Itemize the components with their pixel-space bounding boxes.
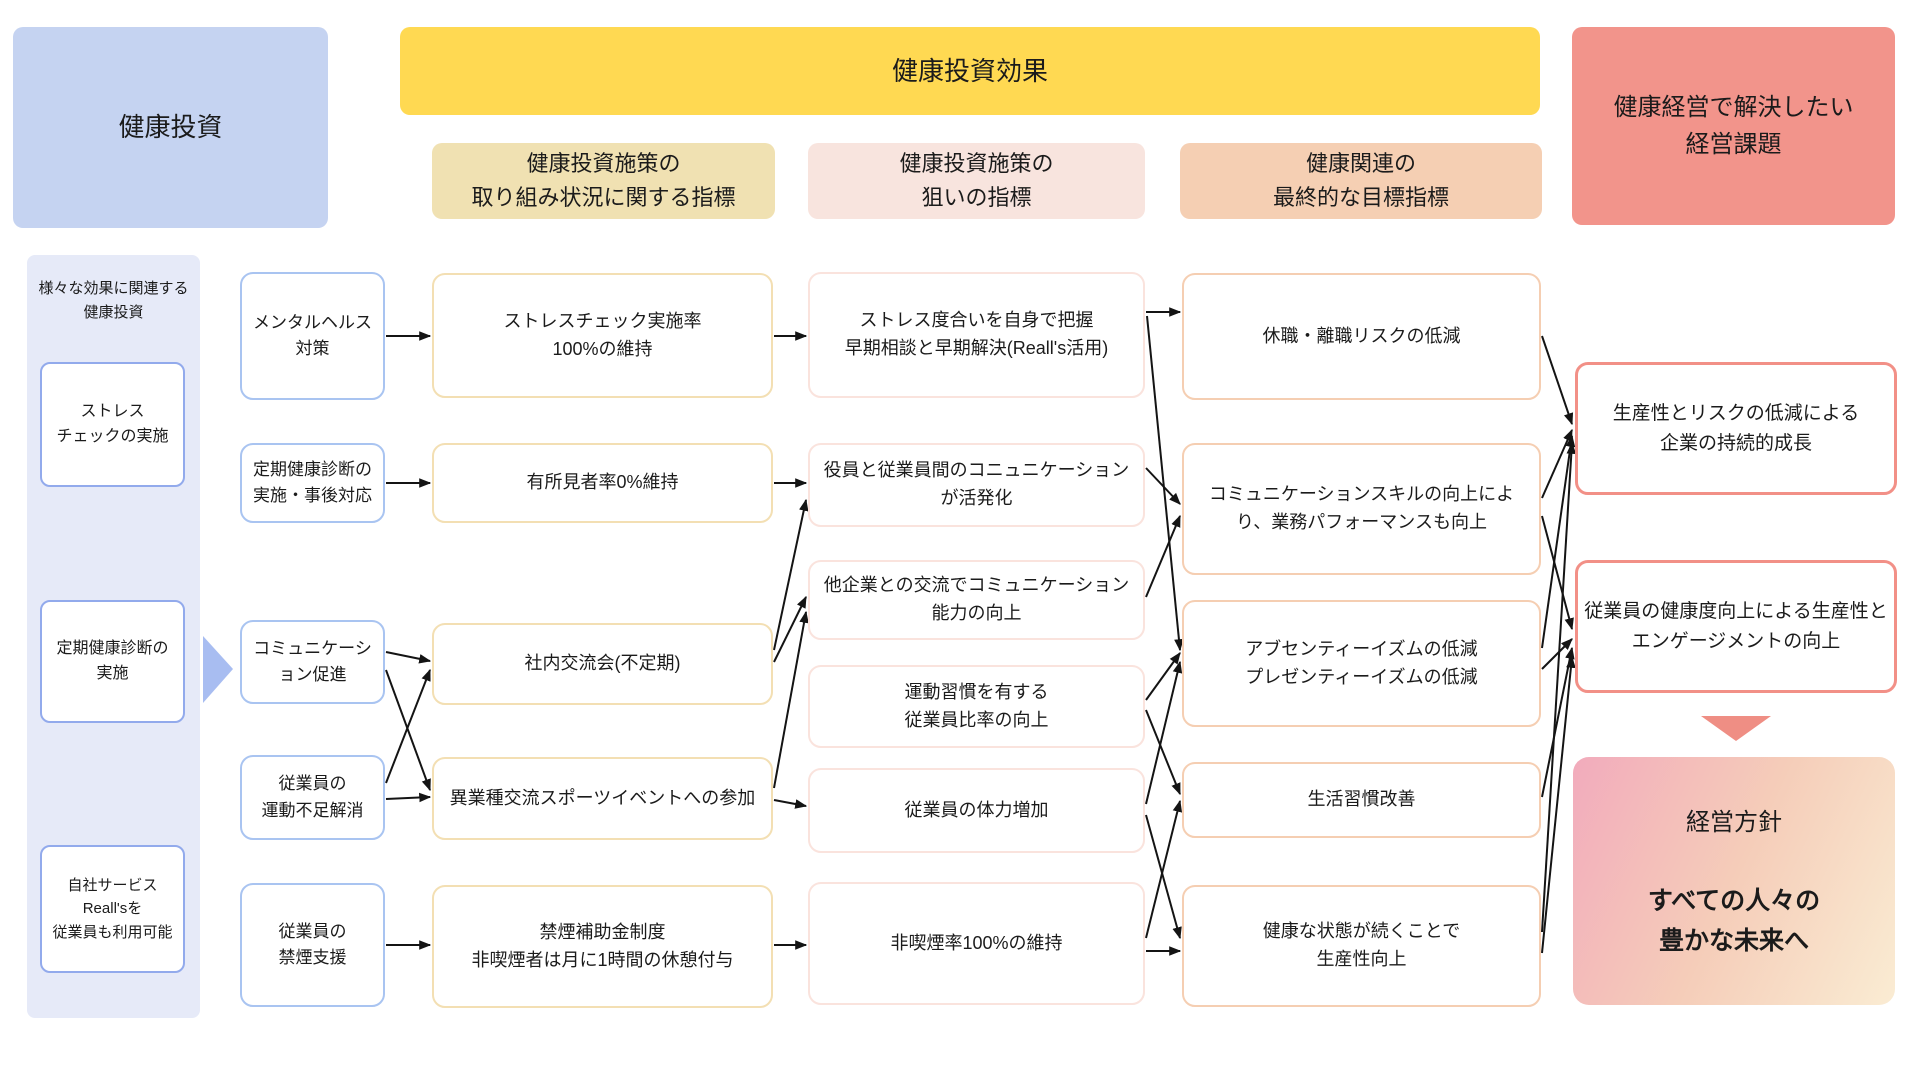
node-productivity-engagement: 従業員の健康度向上による生産性と エンゲージメントの向上 [1575,560,1897,693]
node-physical-strength: 従業員の体力増加 [808,768,1145,853]
down-triangle-icon [1701,716,1771,741]
node-sustainable-growth: 生産性とリスクの低減による 企業の持続的成長 [1575,362,1897,495]
connector-arrow [1146,315,1184,652]
node-mental-health-measures: メンタルヘルス 対策 [240,272,385,400]
connector-arrow [1145,799,1183,939]
node-communication-skill-up: 他企業との交流でコミュニケーション 能力の向上 [808,560,1145,640]
node-nonsmoking-subsidy: 禁煙補助金制度 非喫煙者は月に1時間の休憩付与 [432,885,773,1008]
node-checkup-followup: 定期健康診断の 実施・事後対応 [240,443,385,523]
connector-arrow [1541,441,1577,933]
right-arrow-icon [203,636,233,703]
connector-arrow [385,669,431,792]
node-lifestyle-improvement: 生活習慣改善 [1182,762,1541,838]
node-stress-check-rate: ストレスチェック実施率 100%の維持 [432,273,773,398]
node-findings-rate: 有所見者率0%維持 [432,443,773,523]
node-leave-turnover-risk: 休職・離職リスクの低減 [1182,273,1541,400]
connector-arrow [773,610,809,789]
connector-arrow [1145,652,1181,701]
connector-arrow [385,668,431,784]
connector-arrow [1145,814,1182,940]
node-stress-check: ストレス チェックの実施 [40,362,185,487]
connector-arrow [1145,709,1181,796]
header-management-issues: 健康経営で解決したい 経営課題 [1572,27,1895,225]
node-exec-employee-communication: 役員と従業員間のコニュニケーション が活発化 [808,443,1145,527]
left-panel-label: 様々な効果に関連する 健康投資 [38,280,189,321]
policy-slogan: すべての人々の 豊かな未来へ [1647,886,1821,955]
header-final-target-indicators: 健康関連の 最終的な目標指標 [1180,143,1542,219]
node-exercise-shortage: 従業員の 運動不足解消 [240,755,385,840]
connector-arrow [385,792,432,803]
node-smoking-cessation-support: 従業員の 禁煙支援 [240,883,385,1007]
connector-arrow [1145,514,1181,598]
node-nonsmoking-rate: 非喫煙率100%の維持 [808,882,1145,1005]
connector-arrow [1541,646,1575,798]
connector-arrow [773,595,807,663]
connector-arrow [1145,467,1181,505]
connector-arrow [773,498,809,651]
management-policy-box: 経営方針 すべての人々の 豊かな未来へ [1573,757,1895,1005]
header-health-investment: 健康投資 [13,27,328,228]
connector-arrow [773,799,808,809]
connector-arrow [1541,434,1576,649]
header-aim-indicators: 健康投資施策の 狙いの指標 [808,143,1145,219]
node-absenteeism-presenteeism: アブセンティーイズムの低減 プレゼンティーイズムの低減 [1182,600,1541,727]
connector-arrow [385,651,432,664]
node-work-performance-up: コミュニケーションスキルの向上によ り、業務パフォーマンスも向上 [1182,443,1541,575]
node-own-service-realls: 自社サービス Reall'sを 従業員も利用可能 [40,845,185,973]
connector-arrow [1541,335,1574,426]
connector-arrow [1541,638,1573,670]
node-cross-industry-sports-event: 異業種交流スポーツイベントへの参加 [432,757,773,840]
header-status-indicators: 健康投資施策の 取り組み状況に関する指標 [432,143,775,219]
node-productivity-from-health: 健康な状態が続くことで 生産性向上 [1182,885,1541,1007]
node-communication-promotion: コミュニケーシ ョン促進 [240,620,385,704]
node-internal-exchange-meeting: 社内交流会(不定期) [432,623,773,705]
connector-arrow [1145,660,1183,805]
header-investment-effect-banner: 健康投資効果 [400,27,1540,115]
node-exercise-habit-ratio: 運動習慣を有する 従業員比率の向上 [808,665,1145,748]
node-grasp-stress-level: ストレス度合いを自身で把握 早期相談と早期解決(Reall's活用) [808,272,1145,398]
connector-arrow [1541,515,1574,631]
connector-arrow [1541,428,1573,499]
policy-title: 経営方針 [1686,808,1782,836]
node-periodic-checkup: 定期健康診断の 実施 [40,600,185,723]
connector-arrow [1541,655,1576,954]
